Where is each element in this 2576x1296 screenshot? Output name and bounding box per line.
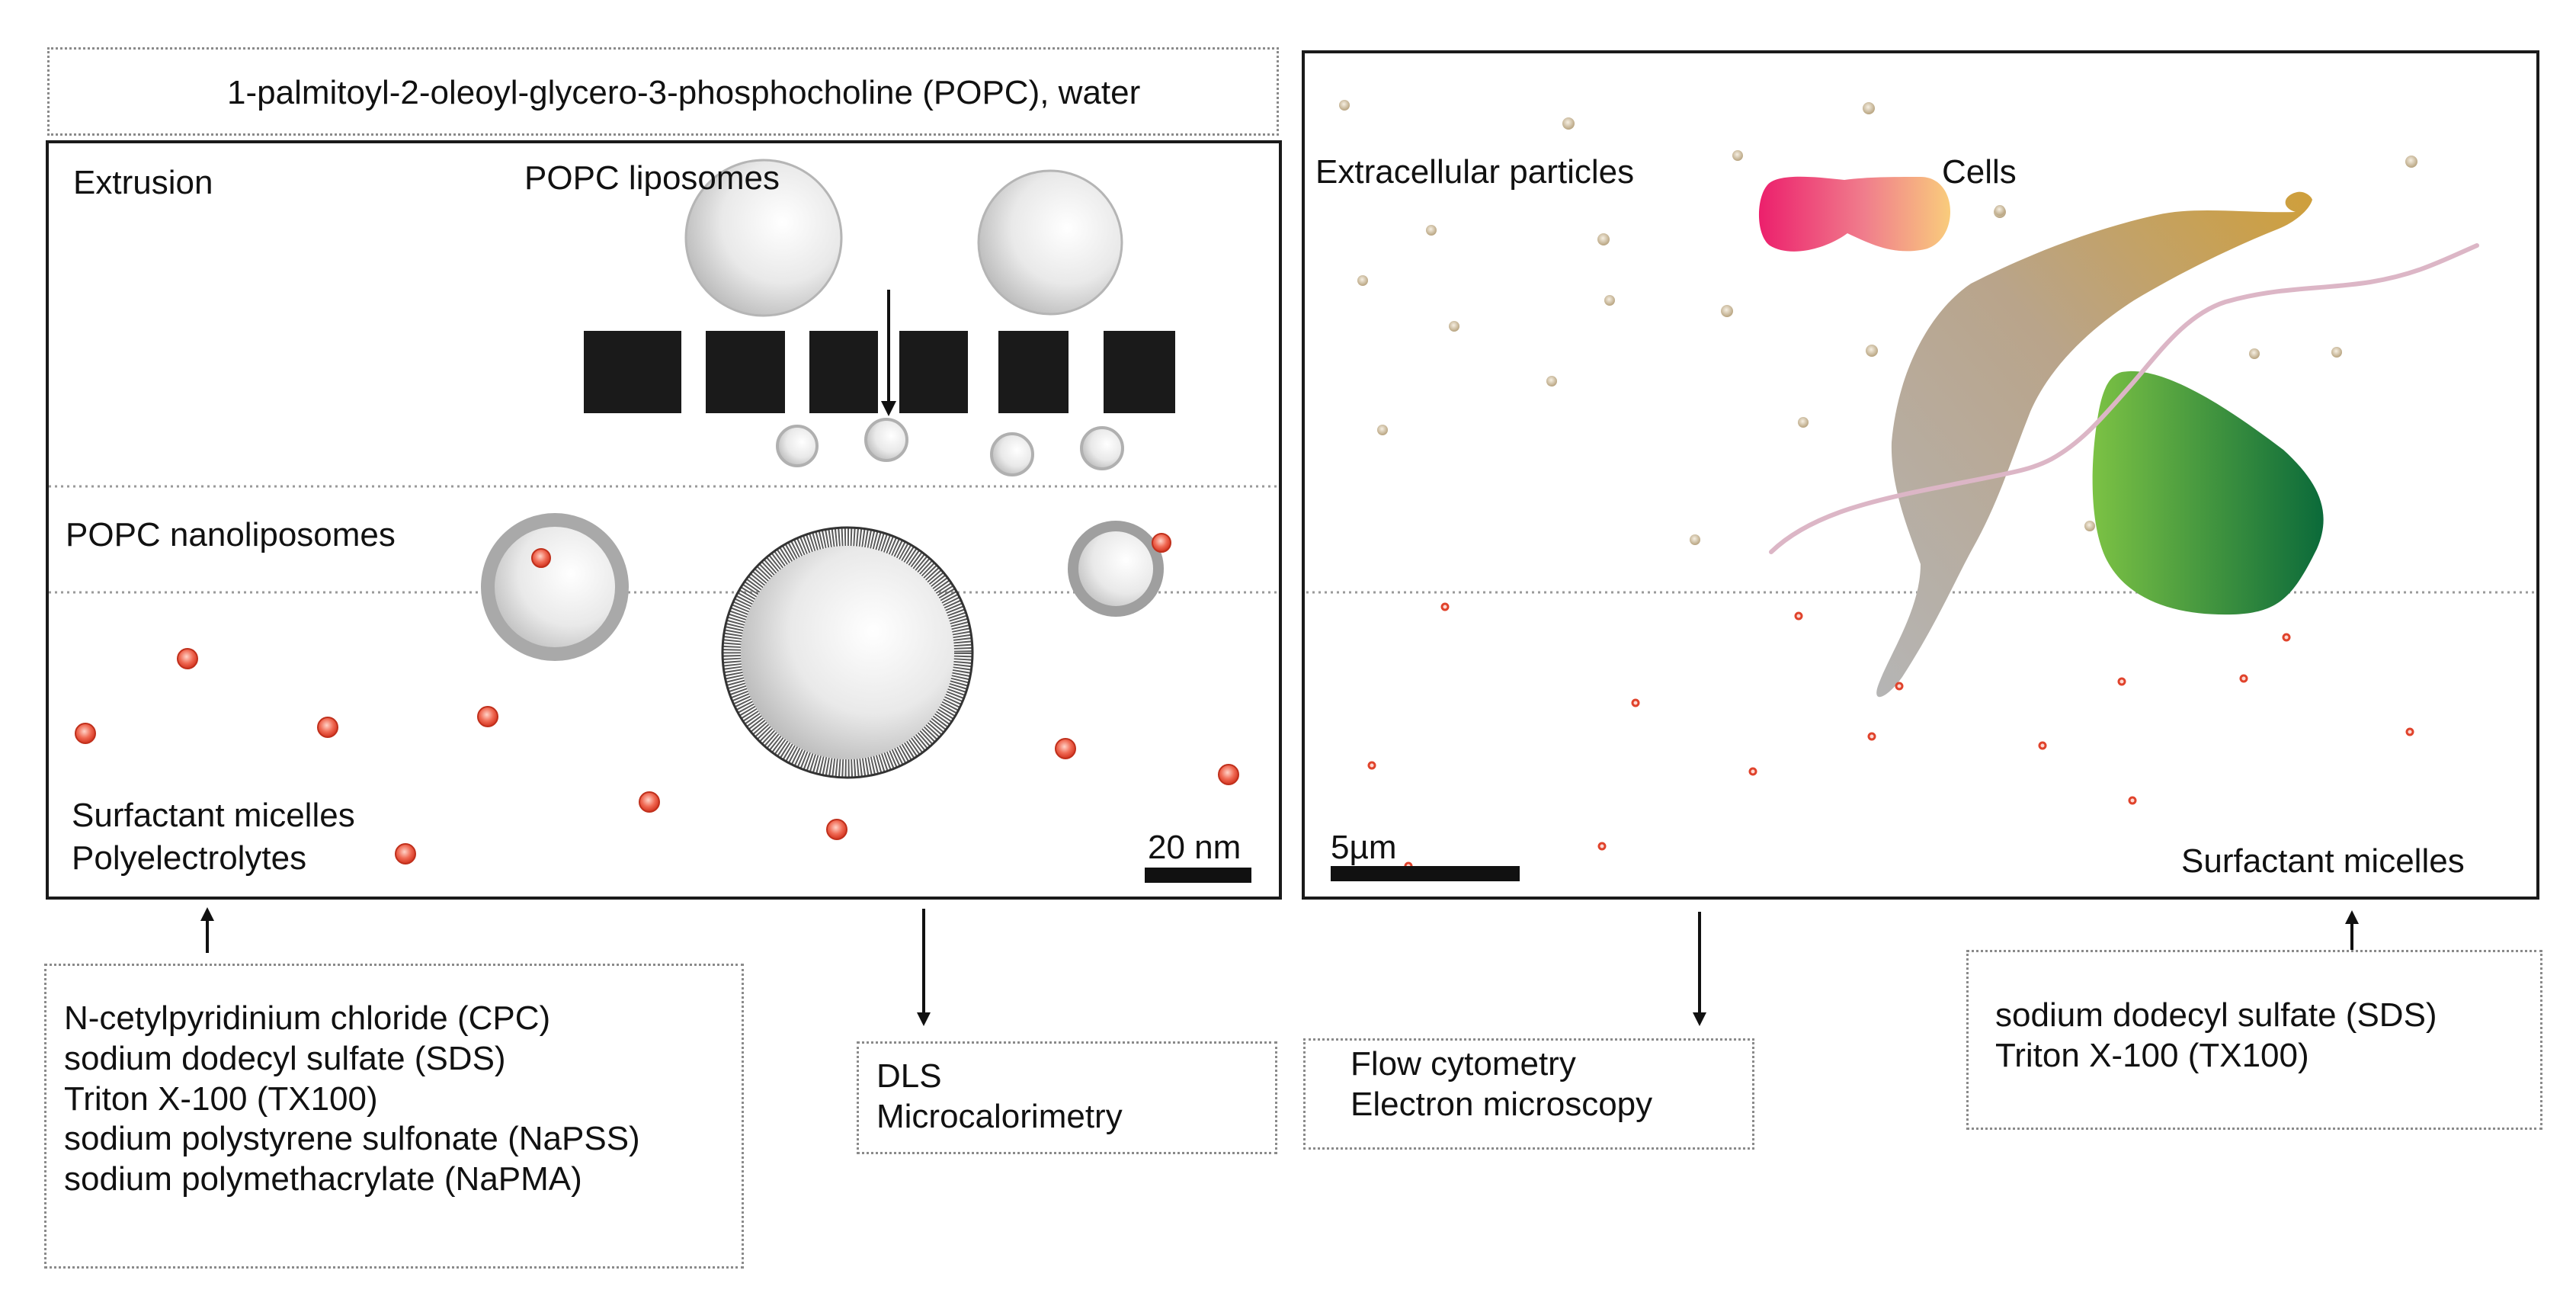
fiber: [1769, 243, 2479, 554]
liposome-large: [684, 159, 843, 317]
additive-item: N-cetylpyridinium chloride (CPC): [64, 999, 551, 1037]
extrusion-membrane: [584, 331, 1175, 413]
extracellular-particles: [1339, 100, 2417, 545]
method-item: Electron microscopy: [1350, 1085, 1653, 1123]
left-panel: [46, 140, 1282, 900]
composition-label: 1-palmitoyl-2-oleoyl-glycero-3-phosphoch…: [227, 74, 1141, 111]
extrusion-label: Extrusion: [73, 164, 213, 201]
extrusion-arrowhead: [881, 401, 896, 416]
micelles-left: [75, 533, 1239, 865]
micelles-label-right: Surfactant micelles: [2181, 842, 2465, 880]
methods-left-box: [857, 1041, 1277, 1154]
surfactants-right-box: [1966, 950, 2542, 1130]
additive-item: Triton X-100 (TX100): [64, 1079, 378, 1118]
method-item: DLS: [876, 1057, 942, 1095]
liposome-small: [776, 425, 819, 467]
additive-item: sodium dodecyl sulfate (SDS): [64, 1039, 506, 1077]
methods-left-list: DLS Microcalorimetry: [876, 1057, 1123, 1137]
nanoliposomes-label: POPC nanoliposomes: [66, 516, 396, 553]
additives-box: [44, 964, 744, 1269]
right-panel-graphics: [1306, 100, 2535, 881]
nanoliposome-membrane-edge: [721, 526, 974, 779]
method-item: Flow cytometry: [1350, 1045, 1576, 1083]
surfactants-right-list: sodium dodecyl sulfate (SDS) Triton X-10…: [1995, 996, 2437, 1076]
composition-box: [47, 47, 1279, 136]
cell-pink: [1758, 176, 1950, 252]
nanoliposome: [1068, 521, 1164, 617]
scale-label-left: 20 nm: [1148, 829, 1242, 866]
ep-label: Extracellular particles: [1315, 153, 1635, 191]
liposome-large: [977, 169, 1123, 316]
left-panel-graphics: [49, 159, 1280, 883]
method-item: Microcalorimetry: [876, 1097, 1123, 1135]
liposome-small: [864, 418, 908, 462]
liposome-small: [990, 432, 1034, 476]
scale-bar-left: [1145, 868, 1251, 883]
cells-label: Cells: [1942, 153, 2017, 191]
surfactant-item: sodium dodecyl sulfate (SDS): [1995, 996, 2437, 1034]
additive-item: sodium polymethacrylate (NaPMA): [64, 1160, 582, 1198]
cell-green: [2092, 371, 2324, 615]
cell-elongated: [1876, 191, 2312, 698]
additive-item: sodium polystyrene sulfonate (NaPSS): [64, 1120, 640, 1158]
scale-bar-right: [1331, 866, 1520, 881]
micelles-label-left: Surfactant micelles: [72, 797, 355, 834]
polyelectrolytes-label: Polyelectrolytes: [72, 839, 307, 877]
nanoliposome: [481, 513, 629, 661]
micelles-right: [1367, 602, 2414, 871]
right-panel: [1302, 50, 2539, 900]
methods-right-box: [1303, 1038, 1754, 1150]
nanoliposome-large: [741, 546, 954, 759]
surfactant-item: Triton X-100 (TX100): [1995, 1036, 2309, 1074]
liposome-small: [1080, 426, 1124, 470]
methods-right-list: Flow cytometry Electron microscopy: [1350, 1044, 1652, 1125]
nanoliposome-membrane: [722, 528, 972, 778]
scale-label-right: 5µm: [1331, 829, 1397, 866]
liposomes-label: POPC liposomes: [524, 159, 780, 197]
additives-list: N-cetylpyridinium chloride (CPC) sodium …: [64, 999, 640, 1200]
